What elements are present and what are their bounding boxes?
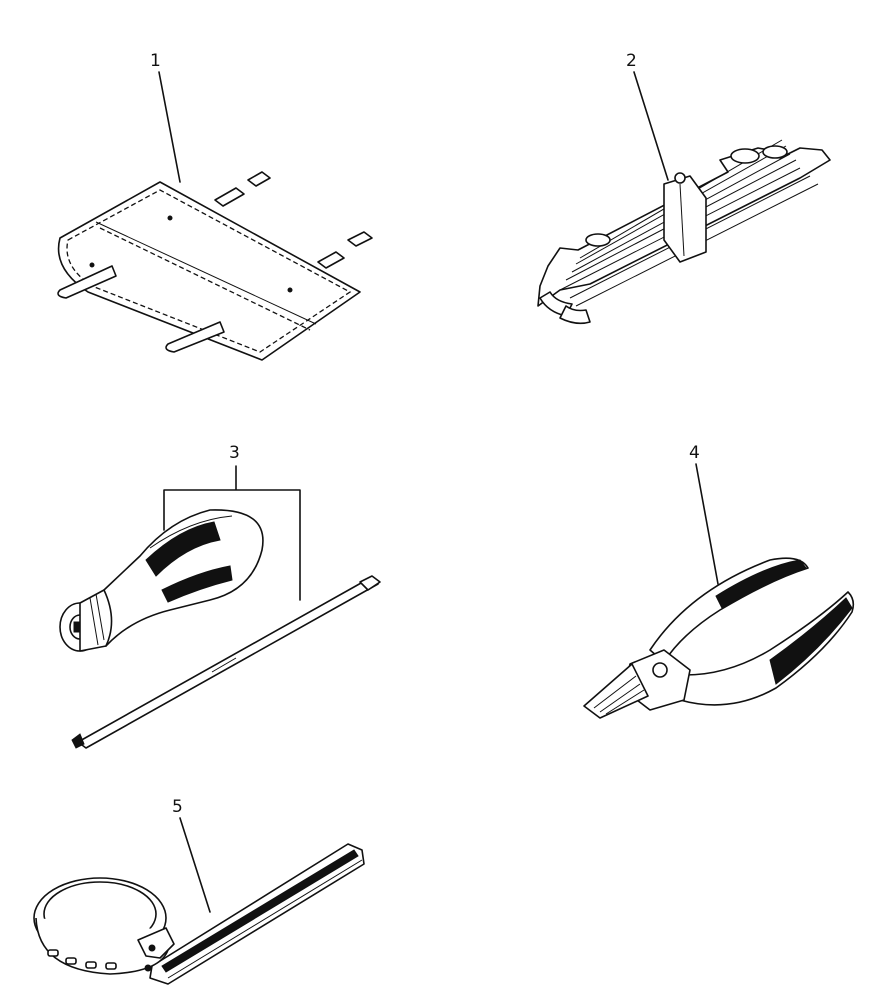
- wrench-set-icon: [537, 139, 831, 325]
- leader-line-1: [158, 71, 181, 183]
- leader-line-2: [633, 71, 669, 181]
- leader-line-4: [695, 463, 719, 585]
- part-2: 2: [537, 51, 831, 325]
- part-3: 3: [59, 443, 381, 749]
- leader-line-5: [179, 817, 211, 913]
- callout-3: 3: [229, 443, 240, 463]
- callout-4: 4: [689, 443, 700, 463]
- oil-filter-wrench-icon: [33, 843, 365, 985]
- part-5: 5: [33, 797, 365, 985]
- callout-2: 2: [626, 51, 637, 71]
- tool-roll-bag-icon: [57, 171, 373, 361]
- callout-1: 1: [150, 51, 161, 71]
- part-4: 4: [583, 443, 855, 719]
- callout-5: 5: [172, 797, 183, 817]
- leader-bracket-3: [163, 465, 301, 601]
- pliers-icon: [583, 557, 855, 719]
- screwdriver-icon: [59, 509, 381, 749]
- part-1: 1: [57, 51, 373, 361]
